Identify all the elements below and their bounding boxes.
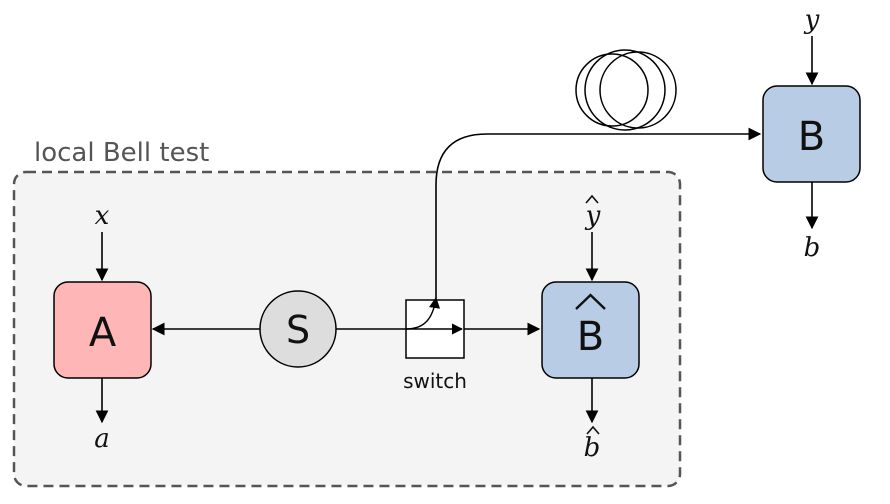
y-hat-accent	[585, 194, 599, 204]
b-hat-box-label: B	[577, 314, 604, 360]
a-box-label: A	[89, 310, 117, 356]
a-variable: a	[94, 424, 110, 454]
b-hat-variable: b	[584, 433, 601, 463]
b-hat-box	[541, 281, 640, 379]
switch-label: switch	[403, 369, 467, 393]
x-variable: x	[95, 201, 110, 231]
region-label: local Bell test	[34, 138, 209, 168]
b-box-label: B	[798, 114, 825, 160]
y-hat-variable: y	[585, 201, 601, 231]
b-hat-box-hat	[575, 293, 606, 310]
y-variable: y	[804, 5, 820, 35]
b-hat-accent	[586, 425, 600, 435]
switch-curve-arrow	[405, 296, 441, 330]
source-label: S	[286, 308, 310, 352]
fiber-path	[435, 127, 762, 298]
b-variable: b	[804, 233, 821, 263]
fiber-coil-icon	[575, 49, 677, 131]
